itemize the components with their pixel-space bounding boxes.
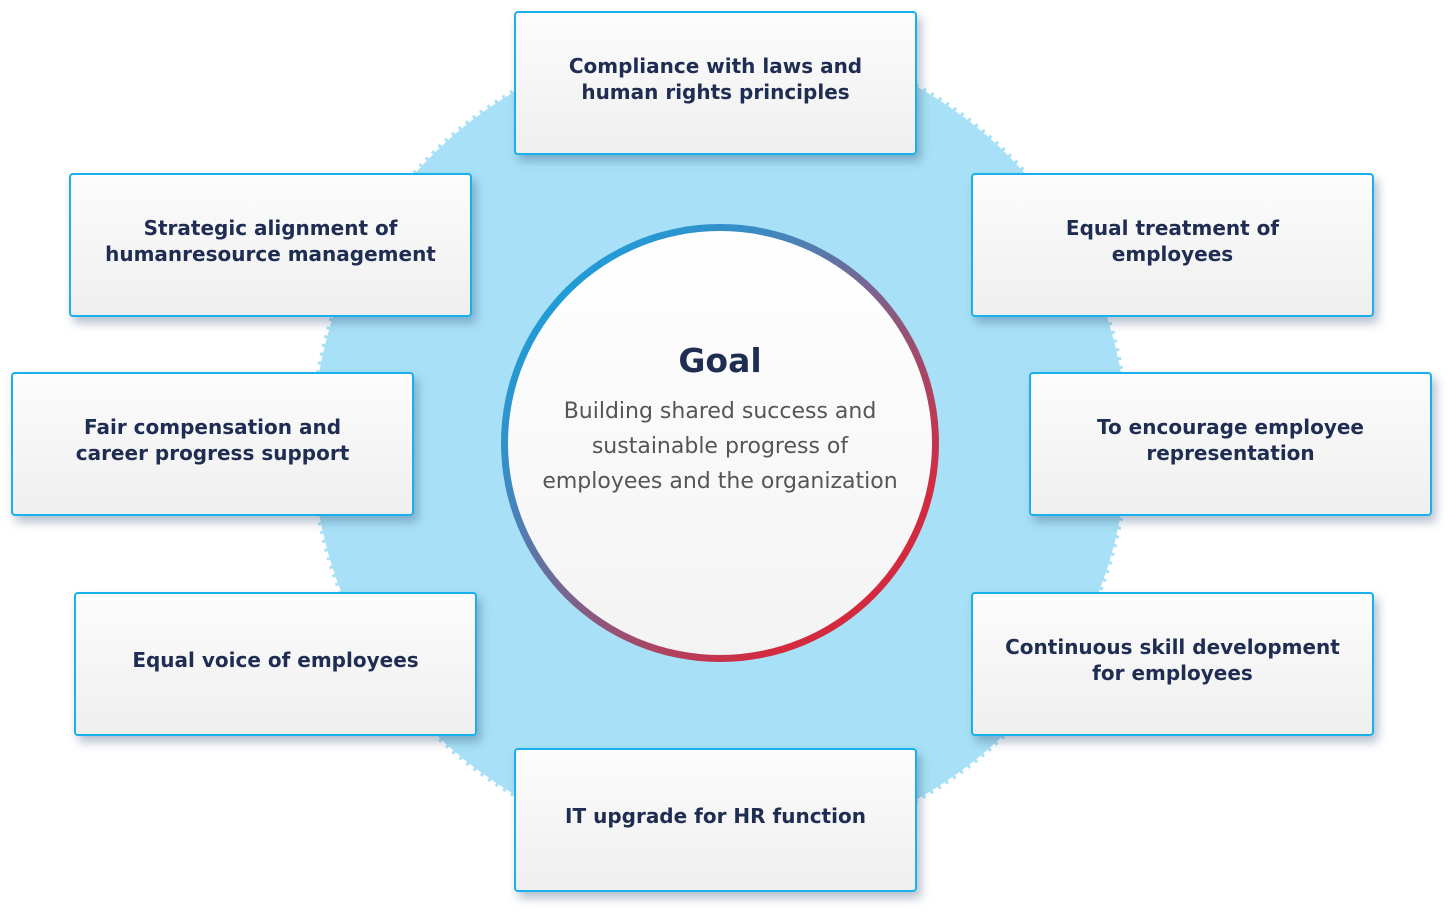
goal-circle: Goal Building shared success and sustain…: [508, 231, 932, 655]
item-box-employee-representation: To encourage employee representation: [1029, 372, 1432, 516]
item-box-fair-compensation: Fair compensation and career progress su…: [11, 372, 414, 516]
item-label: Equal voice of employees: [132, 648, 419, 672]
item-label: Continuous skill development for employe…: [1005, 635, 1340, 685]
goal-text: Building shared success and sustainable …: [542, 399, 898, 494]
item-box-it-upgrade: IT upgrade for HR function: [514, 748, 917, 892]
item-box-skill-development: Continuous skill development for employe…: [971, 592, 1374, 736]
item-label: IT upgrade for HR function: [565, 804, 866, 828]
item-box-compliance: Compliance with laws and human rights pr…: [514, 11, 917, 155]
item-label: Equal treatment of employees: [1065, 216, 1280, 266]
item-box-strategic-alignment: Strategic alignment of humanresource man…: [69, 173, 472, 317]
item-box-equal-treatment: Equal treatment of employees: [971, 173, 1374, 317]
item-label: Compliance with laws and human rights pr…: [568, 54, 863, 104]
item-label: Strategic alignment of humanresource man…: [105, 216, 436, 266]
item-label: To encourage employee representation: [1096, 415, 1364, 465]
goal-title: Goal: [678, 341, 762, 380]
item-label: Fair compensation and career progress su…: [75, 415, 350, 465]
item-box-equal-voice: Equal voice of employees: [74, 592, 477, 736]
